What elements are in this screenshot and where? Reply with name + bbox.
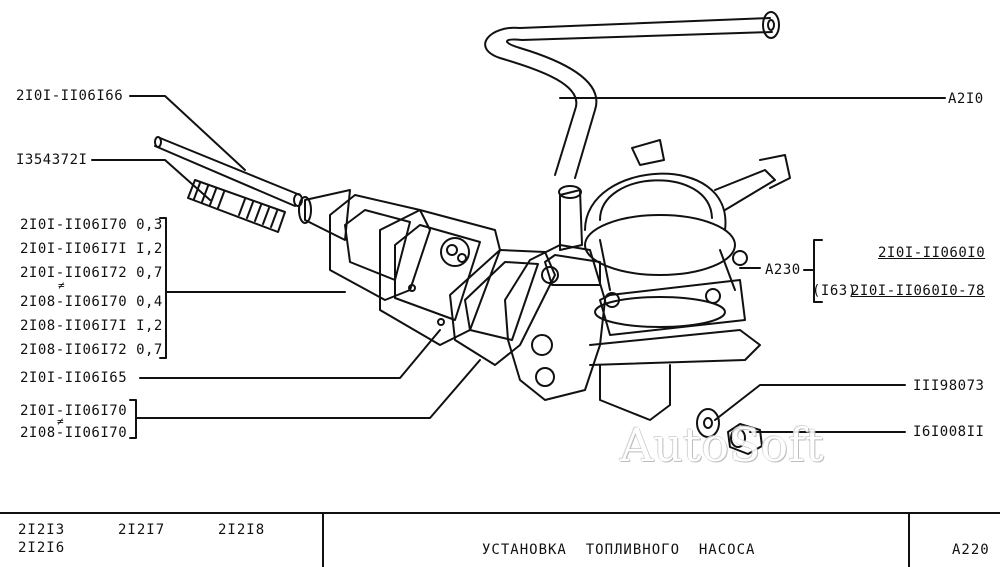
- callout-group1-item: 2I0I-II06I72 0,7: [20, 265, 163, 281]
- washer-part: [696, 408, 720, 438]
- group1-bracket: [159, 217, 167, 359]
- model-code: 2I2I7: [118, 522, 166, 538]
- callout-nut: I6I008II: [913, 424, 985, 440]
- not-interchangeable-mark: ≠: [58, 279, 66, 292]
- callout-spacer: 2I0I-II06I65: [20, 370, 128, 386]
- title-block: 2I2I3 2I2I7 2I2I8 2I2I6 УСТАНОВКА ТОПЛИВ…: [0, 512, 1000, 567]
- callout-group1-item: 2I0I-II06I7I I,2: [20, 241, 163, 257]
- leader-washer: [714, 384, 906, 421]
- fuel-hose-part: [484, 11, 780, 179]
- callout-washer: III98073: [913, 378, 985, 394]
- model-code: 2I2I8: [218, 522, 266, 538]
- page-title: УСТАНОВКА ТОПЛИВНОГО НАСОСА: [482, 542, 756, 558]
- callout-stud: I354372I: [16, 152, 88, 168]
- spacer-part: [298, 189, 431, 301]
- sheet-code: A220: [952, 542, 990, 558]
- callout-pump-option: 2I0I-II060I0-78: [851, 283, 985, 299]
- callout-group1-item: 2I08-II06I7I I,2: [20, 318, 163, 334]
- leader-gasket: [135, 359, 481, 419]
- callout-group2-item: 2I08-II06I70: [20, 425, 128, 441]
- callout-group1-item: 2I08-II06I70 0,4: [20, 294, 163, 310]
- callout-group1-item: 2I08-II06I72 0,7: [20, 342, 163, 358]
- pushrod-part: [154, 136, 303, 207]
- callout-pushrod: 2I0I-II06I66: [16, 88, 124, 104]
- fuel-pump-assembly-drawing: [91, 11, 946, 455]
- leader-pushrod: [129, 95, 246, 171]
- gasket-part: [449, 249, 556, 366]
- model-code: 2I2I6: [18, 540, 66, 556]
- callout-pump-option-prefix: (I63): [812, 283, 857, 299]
- leader-stud: [91, 159, 211, 201]
- model-code: 2I2I3: [18, 522, 66, 538]
- leader-spacer: [139, 329, 441, 379]
- stud-part: [187, 179, 286, 233]
- callout-group1-item: 2I0I-II06I70 0,3: [20, 217, 163, 233]
- watermark: AutoSoft: [620, 418, 824, 472]
- heat-insulator-part: [379, 209, 501, 346]
- group2-bracket: [129, 399, 137, 439]
- callout-pump-option: 2I0I-II060I0: [878, 245, 986, 261]
- title-cell: УСТАНОВКА ТОПЛИВНОГО НАСОСА: [324, 514, 910, 567]
- fuel-pump-body: [504, 139, 791, 421]
- callout-group2-item: 2I0I-II06I70: [20, 403, 128, 419]
- callout-hose: A2I0: [948, 91, 984, 107]
- not-interchangeable-mark: ≠: [57, 415, 65, 428]
- nut-part: [727, 423, 763, 455]
- callout-pump: A230: [765, 262, 801, 278]
- models-cell: 2I2I3 2I2I7 2I2I8 2I2I6: [0, 514, 324, 567]
